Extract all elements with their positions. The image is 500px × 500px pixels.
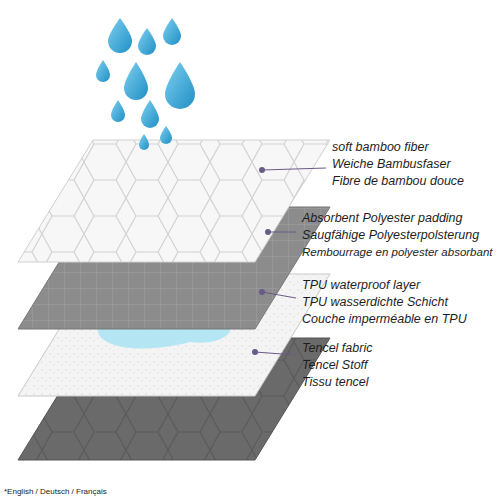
layer-label: Rembourrage en polyester absorbant — [302, 245, 493, 260]
layer-label: Saugfähige Polyesterpolsterung — [302, 228, 479, 243]
layer-label: Absorbent Polyester padding — [302, 211, 463, 226]
layer-label: TPU waterproof layer — [302, 278, 420, 293]
layer-label: Tencel fabric — [302, 341, 372, 356]
layer-label: Weiche Bambusfaser — [332, 157, 451, 172]
layer-label: Fibre de bambou douce — [332, 174, 464, 189]
layer-label: soft bamboo fiber — [332, 140, 429, 155]
bamboo-layer — [18, 140, 330, 262]
water-drops — [96, 18, 195, 150]
layer-label: Couche imperméable en TPU — [302, 312, 467, 327]
layer-label: TPU wasserdichte Schicht — [302, 295, 448, 310]
layer-label: Tencel Stoff — [302, 358, 368, 373]
leader-lines — [252, 167, 326, 355]
layer-label: Tissu tencel — [302, 375, 369, 390]
footnote: *English / Deutsch / Français — [4, 487, 107, 497]
